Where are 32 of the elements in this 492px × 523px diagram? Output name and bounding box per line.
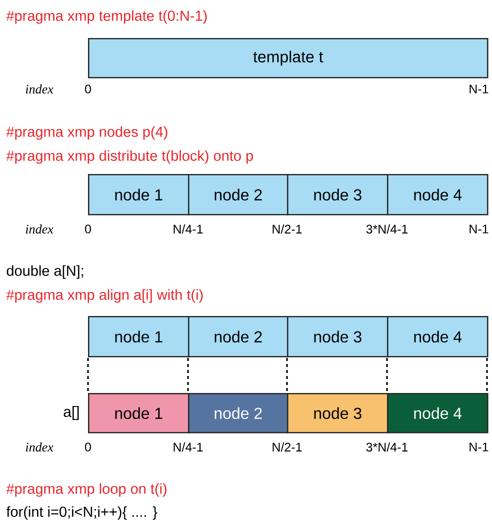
- code-line: for(int i=0;i<N;i++){ .... }: [6, 506, 158, 520]
- node-cell: node 2: [188, 316, 288, 358]
- code-line: #pragma xmp nodes p(4): [6, 126, 168, 140]
- node-cell: node 4: [387, 174, 488, 216]
- axis-label: index: [26, 442, 54, 452]
- code-line: double a[N];: [6, 265, 84, 279]
- axis-label: index: [26, 84, 54, 94]
- array-cell: node 1: [88, 393, 190, 434]
- node-cell: node 1: [88, 316, 190, 358]
- index-value: N/2-1: [272, 224, 302, 234]
- code-line: #pragma xmp template t(0:N-1): [6, 10, 207, 24]
- index-value: 3*N/4-1: [366, 442, 408, 452]
- array-cell: node 4: [387, 393, 488, 434]
- code-line: #pragma xmp loop on t(i): [6, 483, 166, 497]
- node-cell: node 3: [287, 174, 388, 216]
- array-cell: node 2: [188, 393, 288, 434]
- index-value: N/4-1: [174, 224, 203, 234]
- node-cell: node 3: [287, 316, 388, 358]
- node-cell: node 4: [387, 316, 488, 358]
- array-cell: node 3: [287, 393, 388, 434]
- index-value: N/2-1: [272, 442, 302, 452]
- node-cell: node 2: [188, 174, 288, 216]
- node-cell: node 1: [88, 174, 190, 216]
- index-value: N/4-1: [174, 442, 203, 452]
- code-line: #pragma xmp distribute t(block) onto p: [6, 150, 253, 164]
- index-value: 0: [85, 442, 91, 452]
- index-value: 0: [85, 84, 91, 94]
- template-box: template t: [88, 38, 488, 78]
- code-line: #pragma xmp align a[i] with t(i): [6, 289, 203, 303]
- axis-label: index: [26, 224, 54, 234]
- index-value: 0: [85, 224, 91, 234]
- index-value: 3*N/4-1: [366, 224, 408, 234]
